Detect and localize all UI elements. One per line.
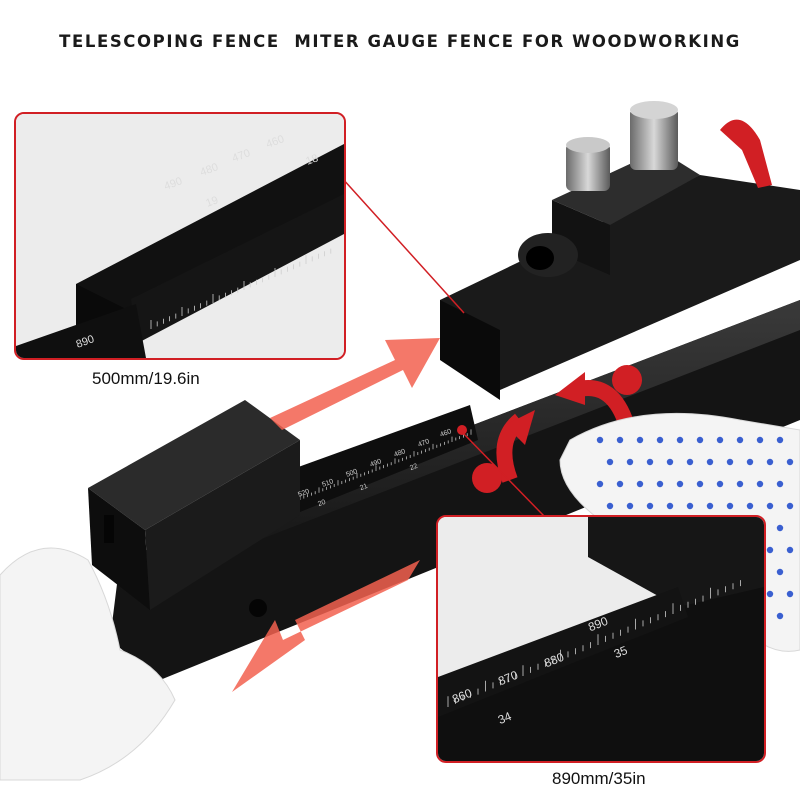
glove-dot [706, 502, 714, 510]
glove-dot [596, 480, 604, 488]
glove-dot [606, 502, 614, 510]
glove-dot [726, 502, 734, 510]
retract-arrow-down [232, 560, 420, 692]
glove-dot [686, 458, 694, 466]
glove-left-hand [0, 547, 176, 781]
glove-dot [766, 458, 774, 466]
caption-extended-length: 890mm/35in [552, 769, 646, 788]
glove-dot [626, 502, 634, 510]
inset-retracted-closeup: 490 480 470 460 19 18 890 [14, 112, 346, 360]
left-fence-block [88, 400, 300, 617]
glove-dot [786, 590, 794, 598]
glove-dot [736, 480, 744, 488]
thumb-knob-2 [630, 101, 678, 170]
glove-dot [606, 458, 614, 466]
glove-dot [656, 436, 664, 444]
glove-dot [616, 436, 624, 444]
glove-dot [646, 502, 654, 510]
inset-extended-closeup: 860 870 880 890 34 35 [436, 515, 766, 763]
glove-dot [766, 546, 774, 554]
glove-dot [696, 436, 704, 444]
glove-dot [666, 502, 674, 510]
inset-leader-bottom [461, 431, 546, 518]
glove-dot [676, 480, 684, 488]
glove-dot [616, 480, 624, 488]
glove-dot [676, 436, 684, 444]
glove-dot [596, 436, 604, 444]
glove-dot [786, 546, 794, 554]
glove-dot [696, 480, 704, 488]
extend-arrow-up [270, 338, 440, 430]
glove-dot [776, 480, 784, 488]
glove-dot [716, 480, 724, 488]
glove-dot [646, 458, 654, 466]
inset-leader-top [341, 177, 465, 314]
rotate-indicator [457, 365, 642, 493]
glove-dot [746, 458, 754, 466]
glove-dot [746, 502, 754, 510]
glove-dot [776, 612, 784, 620]
glove-dot [776, 436, 784, 444]
glove-dot [776, 568, 784, 576]
glove-dot [636, 480, 644, 488]
glove-dot [776, 524, 784, 532]
glove-dot [656, 480, 664, 488]
glove-dot [756, 436, 764, 444]
side-knob [518, 233, 578, 277]
glove-dot [636, 436, 644, 444]
glove-dot [726, 458, 734, 466]
glove-dot [736, 436, 744, 444]
red-lever [720, 119, 772, 188]
glove-dot [716, 436, 724, 444]
glove-dot [686, 502, 694, 510]
main-scale-ticks [299, 429, 472, 500]
caption-retracted-length: 500mm/19.6in [92, 369, 200, 388]
glove-dot [626, 458, 634, 466]
glove-dot [766, 590, 774, 598]
sliding-scale-bar [290, 405, 478, 512]
glove-dot [706, 458, 714, 466]
glove-dot [786, 502, 794, 510]
page-title: TELESCOPING FENCE MITER GAUGE FENCE FOR … [59, 32, 741, 51]
thumb-knob-1 [566, 137, 610, 191]
glove-dot [786, 458, 794, 466]
glove-dot [756, 480, 764, 488]
glove-dot [666, 458, 674, 466]
glove-dot [766, 502, 774, 510]
